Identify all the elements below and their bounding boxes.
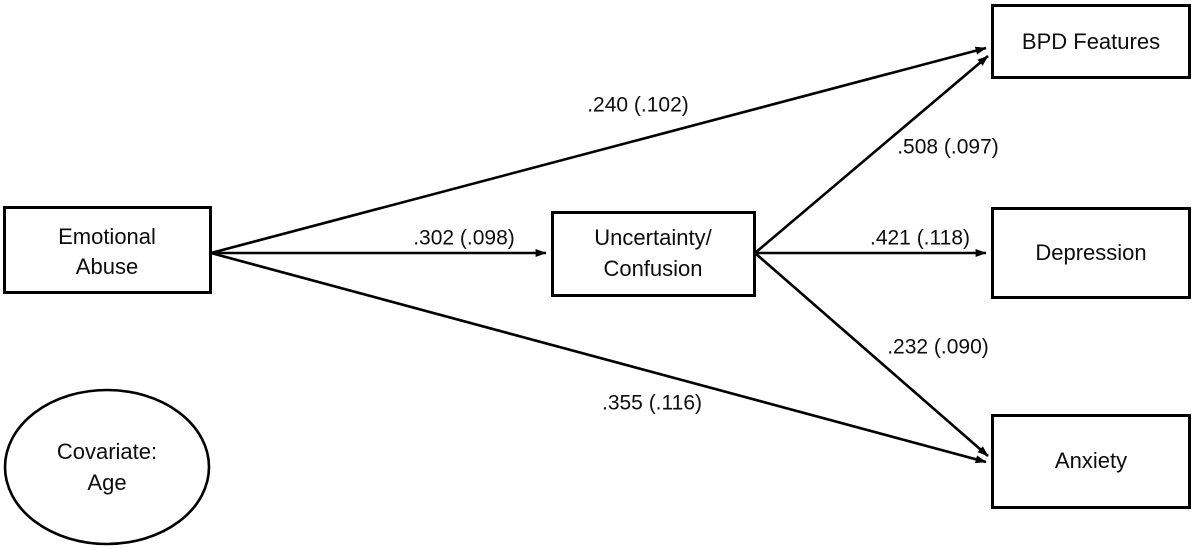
path-line-unc-bpd <box>754 55 989 254</box>
node-emotional-abuse[interactable]: Emotional Abuse <box>3 206 212 294</box>
coef-label-unc-anx: .232 (.090) <box>887 336 989 359</box>
node-uncertainty-confusion-label-line1: Uncertainty/ <box>594 225 712 250</box>
node-depression[interactable]: Depression <box>991 207 1191 299</box>
path-line-ea-anx <box>210 251 987 464</box>
path-uncertainty-to-bpd-features: .508 (.097) <box>754 55 999 254</box>
node-emotional-abuse-label-line2: Abuse <box>76 254 138 279</box>
path-emotional-abuse-to-anxiety: .355 (.116) <box>210 251 987 464</box>
node-bpd-features-box <box>991 4 1191 79</box>
path-line-unc-anx <box>754 252 989 457</box>
node-uncertainty-confusion-box <box>551 211 756 297</box>
node-anxiety-label: Anxiety <box>1055 448 1127 473</box>
path-uncertainty-to-anxiety: .232 (.090) <box>754 252 989 457</box>
path-line-ea-bpd <box>210 46 987 255</box>
coef-label-ea-bpd: .240 (.102) <box>587 94 689 117</box>
node-depression-box <box>991 207 1191 299</box>
node-uncertainty-confusion-label-line2: Confusion <box>603 256 702 281</box>
path-emotional-abuse-to-bpd-features: .240 (.102) <box>210 46 987 255</box>
node-anxiety-box <box>991 414 1191 509</box>
node-uncertainty-confusion[interactable]: Uncertainty/ Confusion <box>551 211 756 297</box>
coef-label-unc-dep: .421 (.118) <box>870 227 970 250</box>
node-covariate-age[interactable]: Covariate: Age <box>3 388 211 546</box>
coef-label-unc-bpd: .508 (.097) <box>897 136 999 159</box>
node-covariate-age-ellipse <box>3 388 211 546</box>
path-emotional-abuse-to-uncertainty: .302 (.098) <box>211 227 547 257</box>
node-emotional-abuse-box <box>3 206 212 294</box>
node-bpd-features-label: BPD Features <box>1022 29 1160 54</box>
node-covariate-age-label-line1: Covariate: <box>57 439 157 464</box>
node-anxiety[interactable]: Anxiety <box>991 414 1191 509</box>
path-uncertainty-to-depression: .421 (.118) <box>755 227 987 257</box>
node-covariate-age-label-line2: Age <box>87 470 126 495</box>
node-emotional-abuse-label-line1: Emotional <box>58 224 156 249</box>
coef-label-ea-unc: .302 (.098) <box>413 227 515 250</box>
coef-label-ea-anx: .355 (.116) <box>602 392 702 415</box>
node-bpd-features[interactable]: BPD Features <box>991 4 1191 79</box>
node-depression-label: Depression <box>1035 240 1146 265</box>
